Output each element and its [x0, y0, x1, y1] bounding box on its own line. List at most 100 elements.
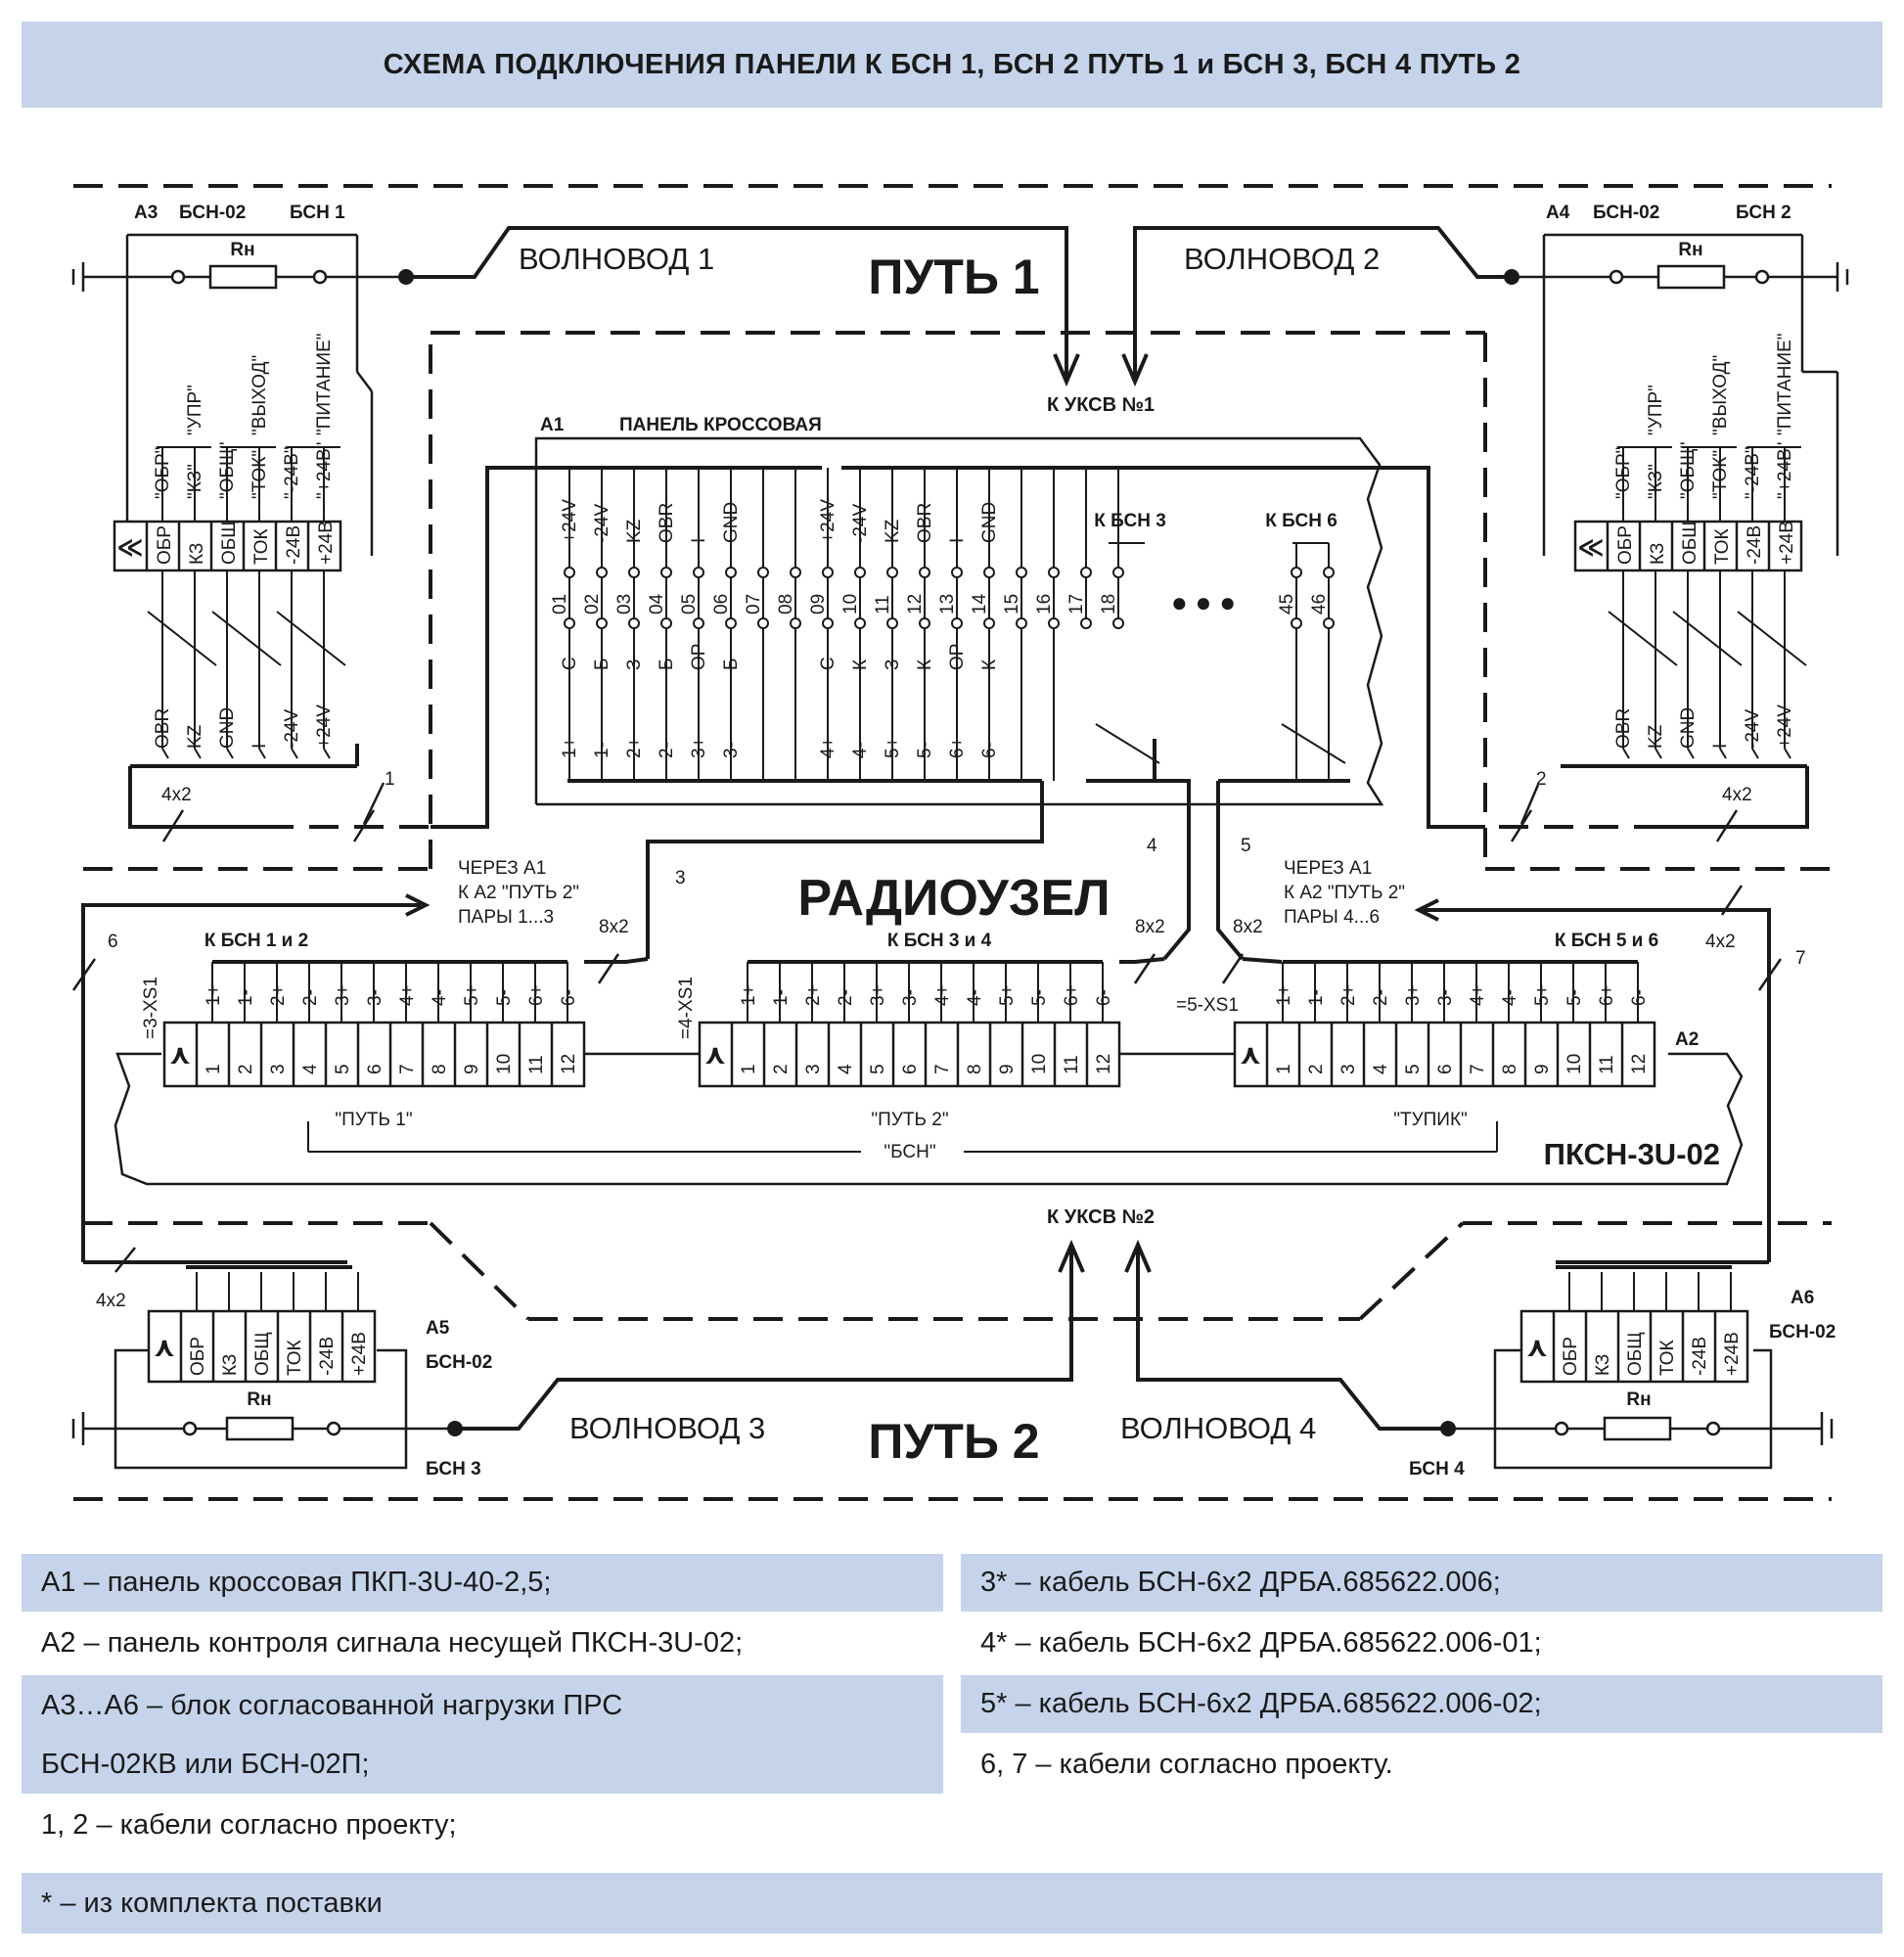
terminal-wire	[226, 748, 234, 759]
cable-2-num: 2	[1536, 769, 1547, 790]
terminal-label: -24В	[1745, 525, 1765, 565]
contact-number: 7	[1468, 1064, 1488, 1074]
contact-number: 1	[204, 1064, 224, 1074]
ground-symbol-icon: ⋏	[154, 1332, 176, 1362]
pin-pair-label: 2+	[624, 737, 645, 758]
contact-label: 6+	[526, 984, 547, 1006]
contact-number: 3	[1338, 1064, 1359, 1074]
pin-contact	[854, 567, 866, 578]
legend-item: 6, 7 – кабели согласно проекту.	[961, 1736, 1882, 1797]
pin-signal-label: I	[947, 538, 968, 543]
wire-label: I	[1710, 744, 1731, 749]
contact-label: 2+	[803, 984, 824, 1006]
legend: А1 – панель кроссовая ПКП-3U-40-2,5; А2 …	[22, 1554, 1882, 1935]
pin-contact	[983, 567, 995, 578]
cable-5-size: 8x2	[1233, 917, 1263, 937]
contact-number: 5	[1403, 1064, 1424, 1074]
twist-mark	[1281, 723, 1346, 764]
pin-pair-label: 4+	[818, 737, 839, 758]
cable-ticks-2	[71, 885, 1783, 1273]
terminal-wire	[323, 748, 331, 759]
contact-label: 5-	[1564, 989, 1585, 1006]
contact-label: 3-	[1435, 989, 1456, 1006]
connector-symbol-icon: ⋏	[1240, 1039, 1262, 1070]
group-label: "УПР"	[185, 385, 205, 435]
pin-contact	[822, 567, 834, 578]
contact-label: 2+	[268, 984, 289, 1006]
signal-label: "ОБЩ"	[217, 441, 238, 499]
note-left: ЧЕРЕЗ А1 К А2 "ПУТЬ 2" ПАРЫ 1...3	[458, 858, 579, 928]
pin-contact	[1112, 567, 1124, 578]
pin-color-label: ОР	[689, 644, 709, 670]
contact-number: 12	[1094, 1054, 1114, 1074]
terminal-label: ТОК	[285, 1340, 305, 1376]
cable-3-num: 3	[675, 868, 686, 888]
contact-label: 3+	[1403, 984, 1424, 1006]
terminal-label: КЗ	[220, 1354, 241, 1376]
contact-number: 8	[1500, 1064, 1520, 1074]
twist-mark	[1095, 723, 1160, 764]
pin-contact	[854, 617, 866, 629]
svg-text:Rн: Rн	[1626, 1389, 1651, 1410]
page-title: СХЕМА ПОДКЛЮЧЕНИЯ ПАНЕЛИ К БСН 1, БСН 2 …	[383, 48, 1521, 80]
pin-contact	[628, 567, 640, 578]
terminal-label: ТОК	[1657, 1340, 1678, 1376]
pin-pair-label: 3+	[689, 737, 709, 758]
contact-label: 3-	[365, 989, 385, 1006]
terminal-wire	[291, 748, 298, 759]
a2-mode-bsn: "БСН"	[884, 1142, 935, 1162]
contact-label: 5+	[462, 984, 482, 1006]
contact-label: 2-	[300, 989, 321, 1006]
wire-label: +24V	[1775, 705, 1795, 749]
legend-footer: * – из комплекта поставки	[22, 1873, 1882, 1934]
pin-signal-label: OBR	[915, 503, 935, 543]
pin-contact	[951, 567, 963, 578]
wire-label: OBR	[153, 708, 173, 749]
cable-4-num: 4	[1147, 836, 1157, 856]
pin-pair-label: 1+	[560, 737, 580, 758]
contact-label: 6-	[1094, 989, 1114, 1006]
a4-rn: Rн	[1678, 240, 1702, 260]
contact-number: 9	[997, 1064, 1018, 1074]
connector-body	[698, 1021, 1121, 1088]
panel-a2: А2 ПКСН-3U-02 К БСН 1 и 2 К БСН 3 и 4 К …	[113, 931, 1744, 1186]
twist-mark	[1608, 611, 1678, 666]
terminal-label: ОБР	[155, 525, 175, 565]
uksv1-arrows	[1053, 353, 1149, 387]
svg-text:Rн: Rн	[247, 1389, 271, 1410]
contact-number: 10	[494, 1054, 515, 1074]
connector-symbol-icon: ⋏	[169, 1039, 192, 1070]
terminal-label: ОБР	[1561, 1337, 1581, 1376]
a2-id: А2	[1675, 1029, 1699, 1050]
contact-label: 6-	[559, 989, 579, 1006]
cable-ticks	[161, 782, 1739, 842]
contact-label: 5+	[997, 984, 1018, 1006]
signal-label: "КЗ"	[185, 464, 205, 499]
pin-number: 09	[808, 594, 829, 614]
pin-number: 11	[873, 595, 893, 614]
pin-signal-label: GND	[979, 502, 1000, 543]
dashed-boundaries	[73, 184, 1832, 1501]
cable-3-size: 8x2	[599, 917, 629, 937]
pin-contact	[1323, 567, 1335, 578]
pin-number: 10	[840, 594, 861, 614]
cable-4	[1153, 739, 1191, 961]
terminal-label: КЗ	[1648, 543, 1668, 565]
wire-label: I	[249, 744, 270, 749]
terminal-label: ОБЩ	[252, 1332, 273, 1376]
pin-signal-label: I	[689, 538, 709, 543]
contact-number: 10	[1564, 1054, 1585, 1074]
pin-pair-label: 4-	[850, 742, 871, 758]
pin-number: 14	[970, 593, 990, 614]
a3-id: А3	[134, 203, 158, 223]
terminal-label: +24В	[1722, 1332, 1743, 1376]
signal-label: "-24В"	[1743, 446, 1763, 499]
a5-model: БСН-02	[426, 1352, 492, 1373]
contact-label: 1-	[1306, 989, 1327, 1006]
group-label: "УПР"	[1646, 385, 1666, 435]
pin-color-label: К	[915, 660, 935, 670]
waveguide-2-label: ВОЛНОВОД 2	[1184, 242, 1380, 276]
pin-number: 06	[711, 594, 732, 614]
pin-contact	[596, 617, 608, 629]
a6-name: БСН 4	[1409, 1459, 1465, 1479]
